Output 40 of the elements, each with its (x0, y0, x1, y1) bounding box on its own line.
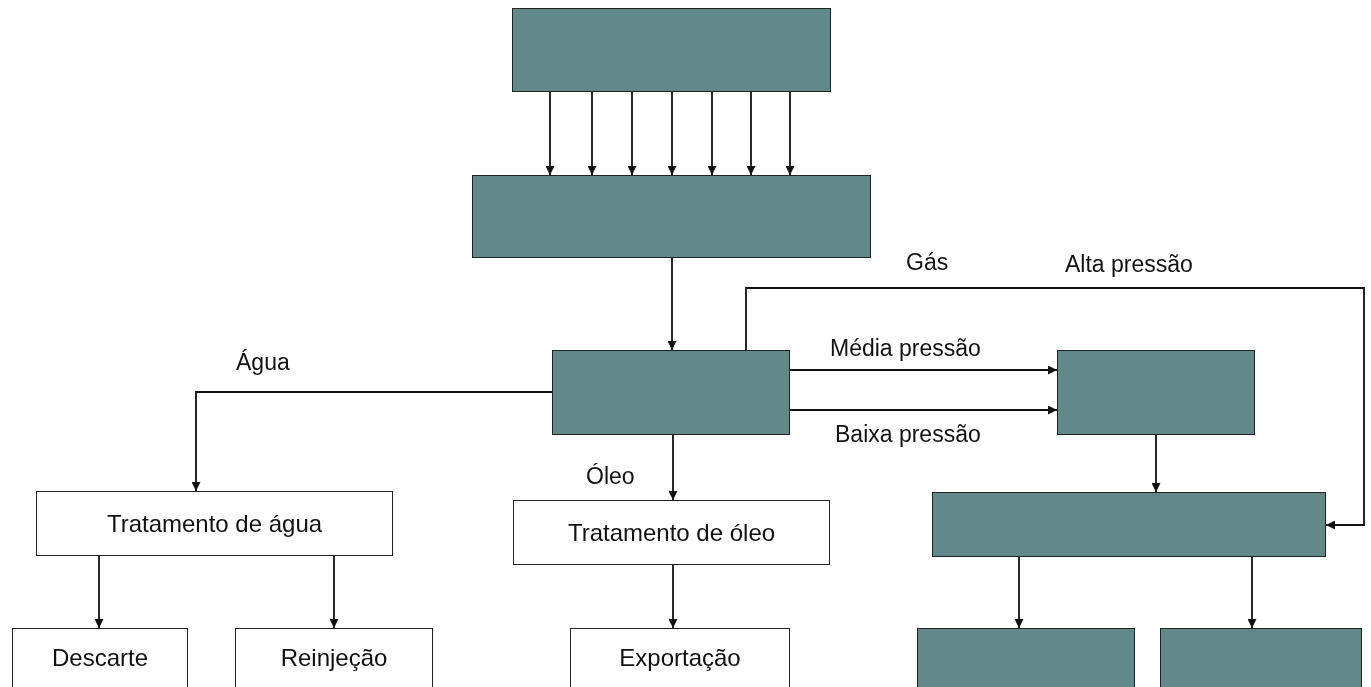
edge-label: Média pressão (830, 336, 981, 362)
process-box (932, 492, 1326, 557)
box-label: Reinjeção (280, 644, 388, 672)
arrow (587, 91, 597, 176)
edge-label: Água (236, 350, 290, 376)
box-label: Exportação (619, 644, 741, 672)
process-box (1057, 350, 1255, 435)
process-box (552, 350, 790, 435)
box-label: Tratamento de água (106, 509, 323, 538)
arrow (667, 257, 677, 351)
arrow (785, 91, 795, 176)
box-label: Tratamento de óleo (567, 518, 776, 547)
process-box (235, 628, 433, 687)
arrow (545, 91, 555, 176)
arrow (329, 555, 339, 629)
arrow (1247, 556, 1257, 629)
arrow (707, 91, 717, 176)
arrow (668, 434, 678, 501)
arrow (667, 91, 677, 176)
arrow (745, 287, 1365, 530)
arrow (627, 91, 637, 176)
edge-label: Alta pressão (1065, 252, 1193, 278)
process-box (570, 628, 790, 687)
box-label: Descarte (51, 644, 148, 672)
arrow (789, 405, 1058, 415)
process-box (512, 8, 831, 92)
arrow (94, 555, 104, 629)
arrow (789, 365, 1058, 375)
arrow (746, 91, 756, 176)
process-box (12, 628, 188, 687)
arrow (668, 564, 678, 629)
edge-label: Baixa pressão (835, 422, 981, 448)
arrow (1014, 556, 1024, 629)
arrow (191, 391, 553, 492)
arrow (1151, 434, 1161, 493)
process-box (917, 628, 1135, 687)
process-box (36, 491, 393, 556)
process-box (472, 175, 871, 258)
process-box (1160, 628, 1362, 687)
process-box (513, 500, 830, 565)
